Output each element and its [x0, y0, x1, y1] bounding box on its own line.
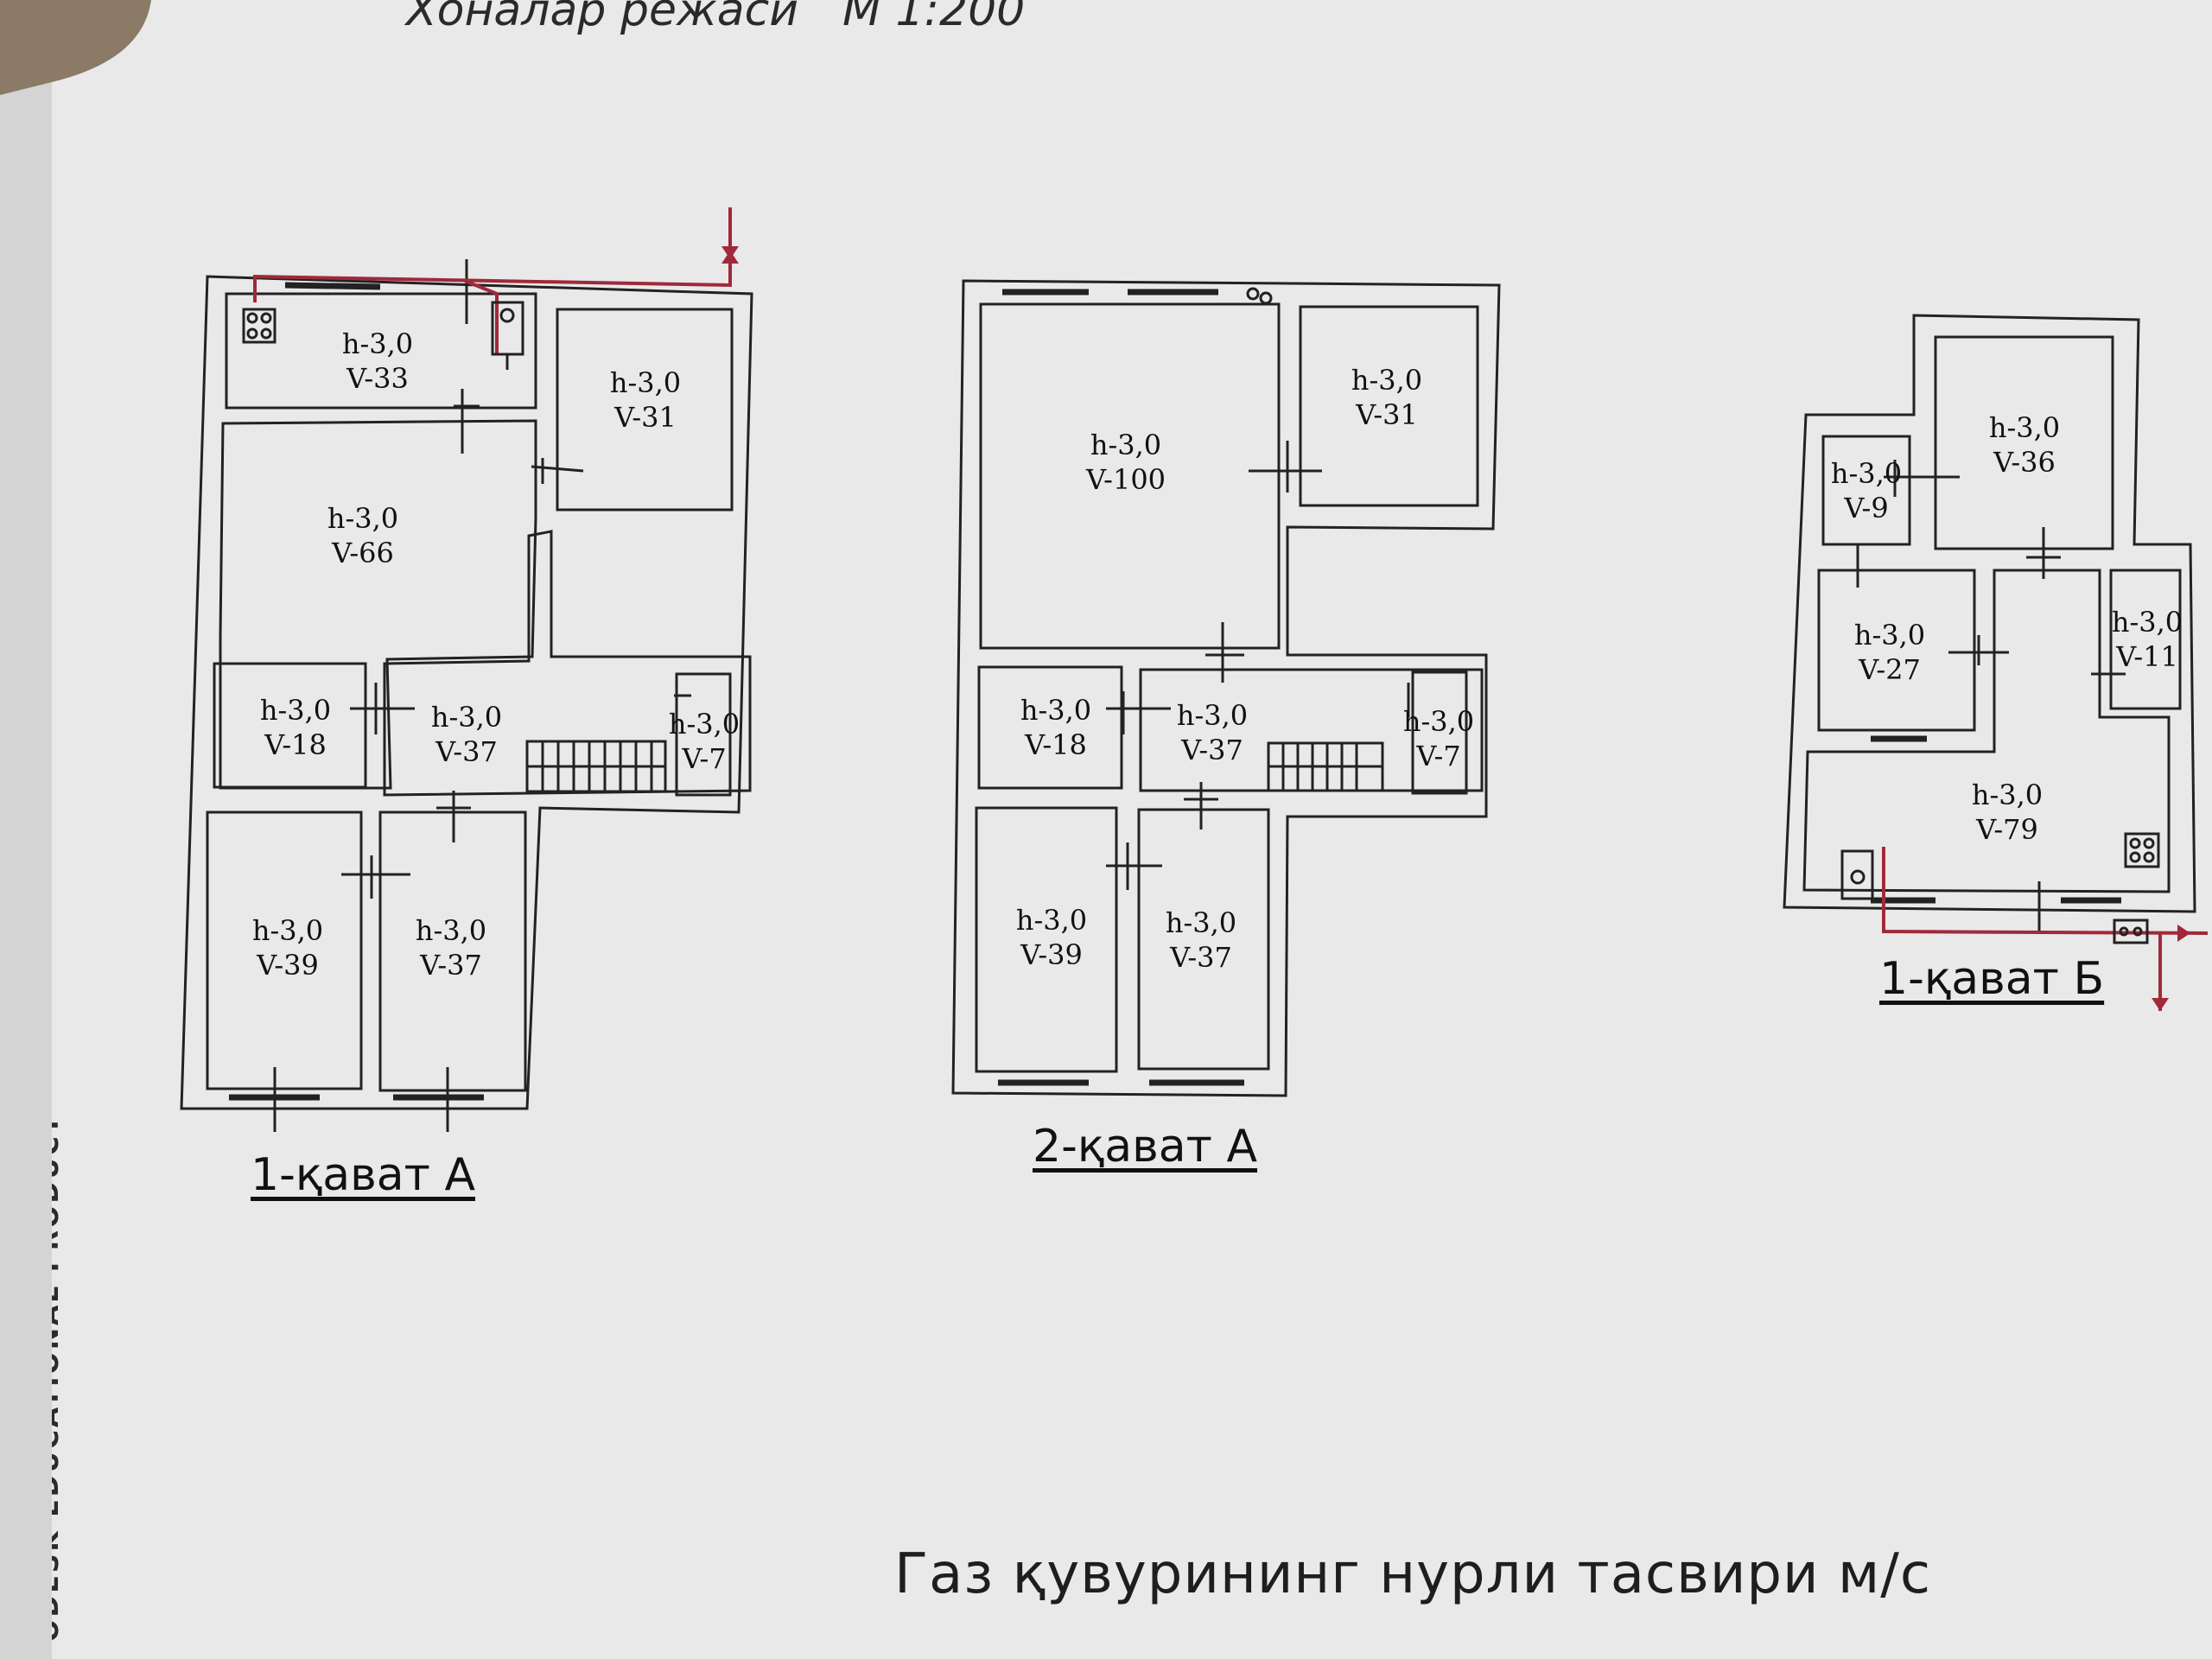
doors — [273, 259, 691, 1132]
stove-icon — [242, 308, 276, 344]
room-v7 — [1411, 671, 1468, 795]
gas-meter-icon — [2113, 918, 2149, 944]
doors — [1106, 441, 1410, 890]
room-v9 — [1821, 435, 1911, 546]
room-v37-b — [1137, 808, 1270, 1071]
room-v66 — [219, 419, 537, 790]
room-v39 — [206, 810, 363, 1090]
plan-2-walls — [951, 279, 1501, 1097]
plan-label-2: 2-қават А — [1033, 1121, 1258, 1173]
sheet-title: Хоналар режаси — [406, 0, 799, 36]
room-v7 — [675, 672, 732, 797]
room-v27 — [1817, 569, 1976, 732]
staircase-icon — [1267, 741, 1384, 792]
room-v36 — [1934, 335, 2114, 550]
room-v39 — [975, 806, 1118, 1073]
gas-meter-icon — [1246, 287, 1273, 305]
room-v37-hall — [383, 530, 752, 797]
doors — [1856, 460, 2126, 933]
room-v31 — [1299, 305, 1479, 507]
plan-1-walls — [180, 259, 753, 1132]
room-v11 — [2109, 569, 2182, 710]
plan-label-1: 1-қават А — [251, 1149, 476, 1201]
window — [284, 282, 381, 290]
plan-label-3: 1-қават Б — [1879, 953, 2105, 1005]
room-v79 — [1802, 569, 2171, 893]
gas-valve-icon — [721, 246, 2190, 1011]
stove-icon — [2124, 832, 2160, 868]
room-v100 — [979, 302, 1281, 650]
boiler-icon — [1840, 849, 1874, 900]
room-v18 — [977, 665, 1123, 790]
finger-shadow — [0, 0, 151, 95]
page-binding-edge — [0, 0, 52, 1659]
room-v18 — [213, 662, 367, 789]
room-v33 — [225, 292, 537, 410]
plan-3-walls — [1783, 314, 2196, 933]
sheet-scale: М 1:200 — [842, 0, 1026, 36]
boiler-icon — [491, 301, 524, 370]
bottom-caption: Газ қувурининг нурли тасвири м/с — [894, 1542, 1931, 1606]
room-v31 — [556, 308, 734, 512]
staircase-icon — [525, 740, 667, 793]
